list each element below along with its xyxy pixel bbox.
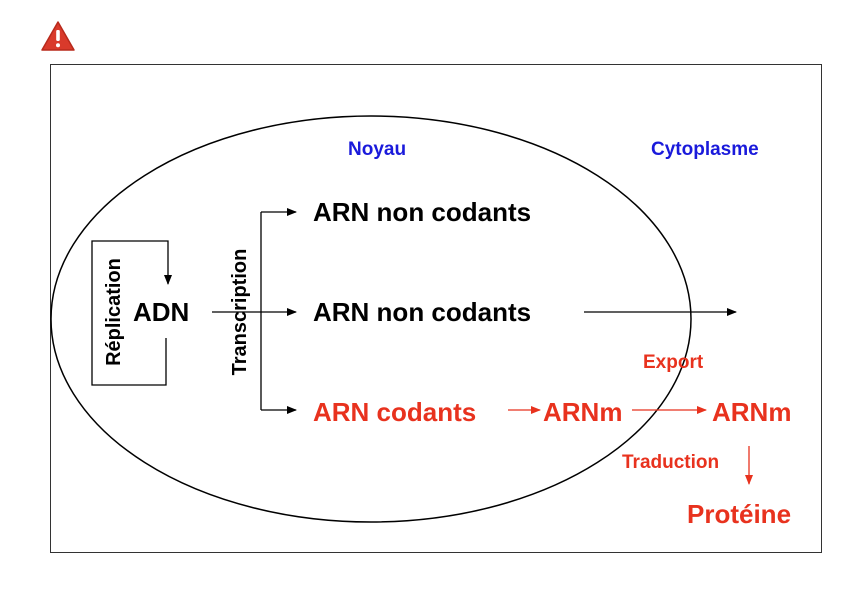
arn-non-codants-middle-label: ARN non codants (313, 297, 532, 327)
arnm-nucleus-label: ARNm (543, 397, 623, 427)
transcription-label: Transcription (229, 248, 251, 376)
adn-label: ADN (133, 297, 190, 327)
traduction-label: Traduction (622, 452, 720, 473)
nucleus-ellipse (50, 115, 692, 523)
arn-non-codants-top-label: ARN non codants (313, 197, 532, 227)
replication-label: Réplication (103, 258, 125, 366)
replication-loop (91, 240, 172, 386)
proteine-label: Protéine (687, 499, 792, 529)
warning-triangle-icon (41, 21, 75, 51)
diagram-frame (50, 64, 822, 553)
arnm-cytoplasm-label: ARNm (712, 397, 792, 427)
arn-codants-label: ARN codants (313, 397, 477, 427)
noyau-label: Noyau (348, 139, 407, 160)
export-label: Export (643, 352, 704, 373)
cytoplasme-label: Cytoplasme (651, 139, 759, 160)
